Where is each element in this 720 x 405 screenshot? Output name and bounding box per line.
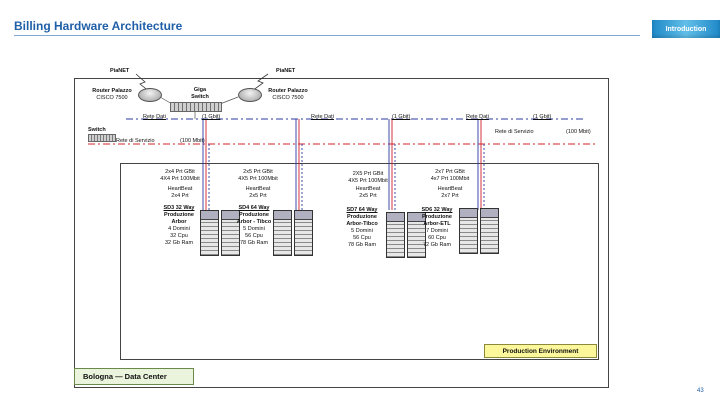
production-frame	[120, 163, 599, 360]
server-4-domains: 7 Domini	[426, 228, 448, 234]
page-number: 43	[697, 388, 704, 394]
datacenter-frame	[74, 78, 609, 388]
datacenter-label: Bologna — Data Center	[74, 368, 194, 385]
data-net-label-2: Rete Dati	[311, 114, 334, 120]
production-environment-label: Production Environment	[484, 344, 597, 358]
server-3-heartbeat-ports: 2x5 Prt	[359, 193, 377, 199]
server-4-rack-icon-2	[480, 208, 499, 254]
server-3-domains: 5 Domini	[351, 228, 373, 234]
server-1-rack-icon-2	[221, 210, 240, 256]
server-3-name: SD7 64 Way	[346, 207, 378, 213]
server-1-role: Produzione Arbor	[164, 212, 194, 225]
server-1-ram: 32 Gb Ram	[164, 240, 194, 246]
service-switch-icon	[88, 134, 116, 142]
server-3-role: Produzione Arbor-Tibco	[346, 214, 378, 227]
page-title: Billing Hardware Architecture	[14, 19, 183, 33]
data-net-speed-3: (1 Gbit)	[533, 114, 552, 120]
giga-switch-label: Giga Switch	[191, 87, 209, 100]
server-4-name: SD6 32 Way	[421, 207, 453, 213]
server-1-domains: 4 Domini	[168, 226, 190, 232]
server-4-conn-gbit: 2x7 Prt GBit	[435, 169, 465, 175]
server-1-heartbeat: HeartBeat	[167, 186, 193, 192]
server-4-heartbeat: HeartBeat	[437, 186, 463, 192]
server-2-domains: 5 Domini	[243, 226, 265, 232]
server-4-rack-icon	[459, 208, 478, 254]
service-net-label-1: Rete di Servizio	[116, 138, 155, 144]
server-3-rack-icon	[386, 212, 405, 258]
server-4-conn-100mbit: 4x7 Prt 100Mbit	[430, 176, 470, 182]
switch-label: Switch	[88, 127, 106, 133]
router-right-icon	[238, 88, 262, 102]
pianet-link-right	[251, 73, 269, 92]
tab-introduction[interactable]: Introduction	[652, 20, 720, 38]
server-3-conn-100mbit: 4X5 Prt 100Mbit	[348, 178, 388, 184]
router-left-icon	[138, 88, 162, 102]
router-right-model: CISCO 7500	[272, 95, 304, 101]
router-left-model: CISCO 7500	[96, 95, 128, 101]
service-net-label-2: Rete di Servizio	[495, 129, 534, 135]
server-4-heartbeat-ports: 2x7 Prt	[441, 193, 459, 199]
server-2-cpu: 56 Cpu	[245, 233, 263, 239]
server-2-heartbeat: HeartBeat	[245, 186, 271, 192]
service-net-speed-1: (100 Mbit)	[180, 138, 205, 144]
server-1-rack-icon	[200, 210, 219, 256]
server-2-conn-100mbit: 4X5 Prt 100Mbit	[238, 176, 278, 182]
server-2-rack-icon	[273, 210, 292, 256]
server-1-cpu: 32 Cpu	[170, 233, 188, 239]
server-3-cpu: 56 Cpu	[353, 235, 371, 241]
server-1-heartbeat-ports: 2x4 Prt	[171, 193, 189, 199]
pianet-label-right: PiaNET	[276, 68, 296, 74]
server-4-role: Produzione Arbor-ETL	[422, 214, 452, 227]
server-4-cpu: 60 Cpu	[428, 235, 446, 241]
router-right-name: Router Palazzo	[268, 88, 308, 94]
server-3-ram: 78 Gb Ram	[347, 242, 377, 248]
server-1-conn-gbit: 2x4 Prt GBit	[165, 169, 195, 175]
router-right-link	[219, 96, 239, 105]
giga-switch-icon	[170, 102, 222, 112]
data-net-speed-2: (1 Gbit)	[392, 114, 411, 120]
server-3-rack-icon-2	[407, 212, 426, 258]
title-divider	[14, 35, 640, 36]
server-3-heartbeat: HeartBeat	[355, 186, 381, 192]
server-4-ram: 72 Gb Ram	[422, 242, 452, 248]
server-2-conn-gbit: 2x5 Prt GBit	[243, 169, 273, 175]
server-2-role: Produzione Arbor - Tibco	[236, 212, 272, 225]
server-2-name: SD4 64 Way	[238, 205, 270, 211]
server-1-name: SD3 32 Way	[163, 205, 195, 211]
server-1-conn-100mbit: 4X4 Prt 100Mbit	[160, 176, 200, 182]
pianet-label-left: PiaNET	[110, 68, 130, 74]
data-net-label-1: Rete Dati	[143, 114, 166, 120]
server-2-rack-icon-2	[294, 210, 313, 256]
server-drops	[202, 119, 485, 210]
data-net-speed-1: (1 Gbit)	[202, 114, 221, 120]
server-2-heartbeat-ports: 2x5 Prt	[249, 193, 267, 199]
server-2-ram: 78 Gb Ram	[239, 240, 269, 246]
server-3-conn-gbit: 2X5 Prt GBit	[352, 171, 384, 177]
router-left-name: Router Palazzo	[92, 88, 132, 94]
service-net-speed-2: (100 Mbit)	[566, 129, 591, 135]
data-net-label-3: Rete Dati	[466, 114, 489, 120]
